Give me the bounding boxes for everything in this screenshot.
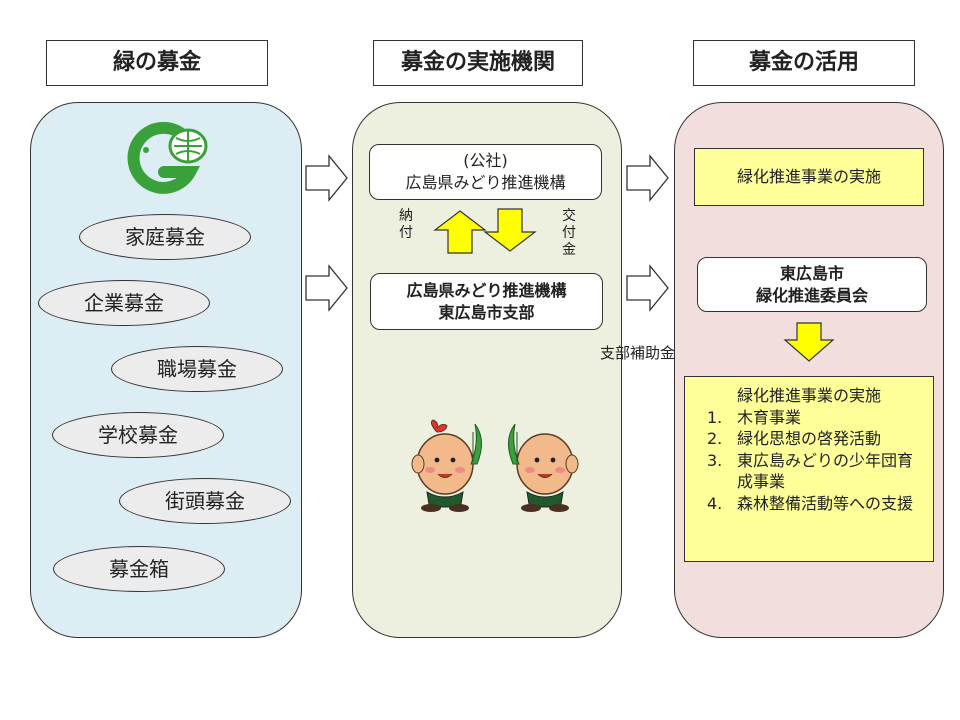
branch-subsidy-label: 支部補助金 [600,344,676,362]
details-title: 緑化推進事業の実施 [736,386,881,405]
list-item: 1.木育事業 [707,407,802,427]
list-item: 4.森林整備活動等への支援 [707,493,914,513]
payment-label: 納 付 [399,208,413,241]
donation-school: 学校募金 [52,412,224,458]
down-arrow-icon [783,322,835,362]
down-arrow-icon [483,208,537,252]
header-implementing-body: 募金の実施機関 [373,40,583,86]
flow-arrow-icon [305,154,348,202]
prefecture-green-organization-box: (公社) 広島県みどり推進機構 [369,144,602,200]
grant-label: 交 付 金 [562,208,576,258]
donation-workplace: 職場募金 [111,346,283,392]
organization-name-label: 広島県みどり推進機構 [405,173,566,192]
list-item: 2.緑化思想の啓発活動 [707,429,882,449]
higashihiroshima-branch-box: 広島県みどり推進機構 東広島市支部 [370,273,603,330]
organization-type-label: (公社) [463,151,508,171]
header-green-fund: 緑の募金 [46,40,268,86]
donation-box: 募金箱 [53,546,225,592]
committee-name: 緑化推進委員会 [755,285,868,305]
greening-committee-box: 東広島市 緑化推進委員会 [697,257,927,312]
branch-org-name: 広島県みどり推進機構 [406,280,567,300]
list-item: 3.東広島みどりの少年団育成事業 [707,450,914,492]
branch-name: 東広島市支部 [438,302,535,322]
donation-household: 家庭募金 [79,214,251,260]
flow-arrow-icon [305,264,348,312]
donation-street: 街頭募金 [119,478,291,524]
donation-corporate: 企業募金 [38,280,210,326]
flow-arrow-icon [626,264,669,312]
flow-arrow-icon [626,154,669,202]
greening-project-details-box: 緑化推進事業の実施 1.木育事業 2.緑化思想の啓発活動 3.東広島みどりの少年… [684,376,934,562]
greening-project-box: 緑化推進事業の実施 [694,148,924,206]
header-fund-usage: 募金の活用 [693,40,915,86]
green-fund-logo-icon [127,121,208,194]
committee-city: 東広島市 [779,263,844,283]
up-arrow-icon [433,210,487,254]
mascot-characters-icon [411,419,579,512]
project-list: 1.木育事業 2.緑化思想の啓発活動 3.東広島みどりの少年団育成事業 4.森林… [697,407,921,515]
